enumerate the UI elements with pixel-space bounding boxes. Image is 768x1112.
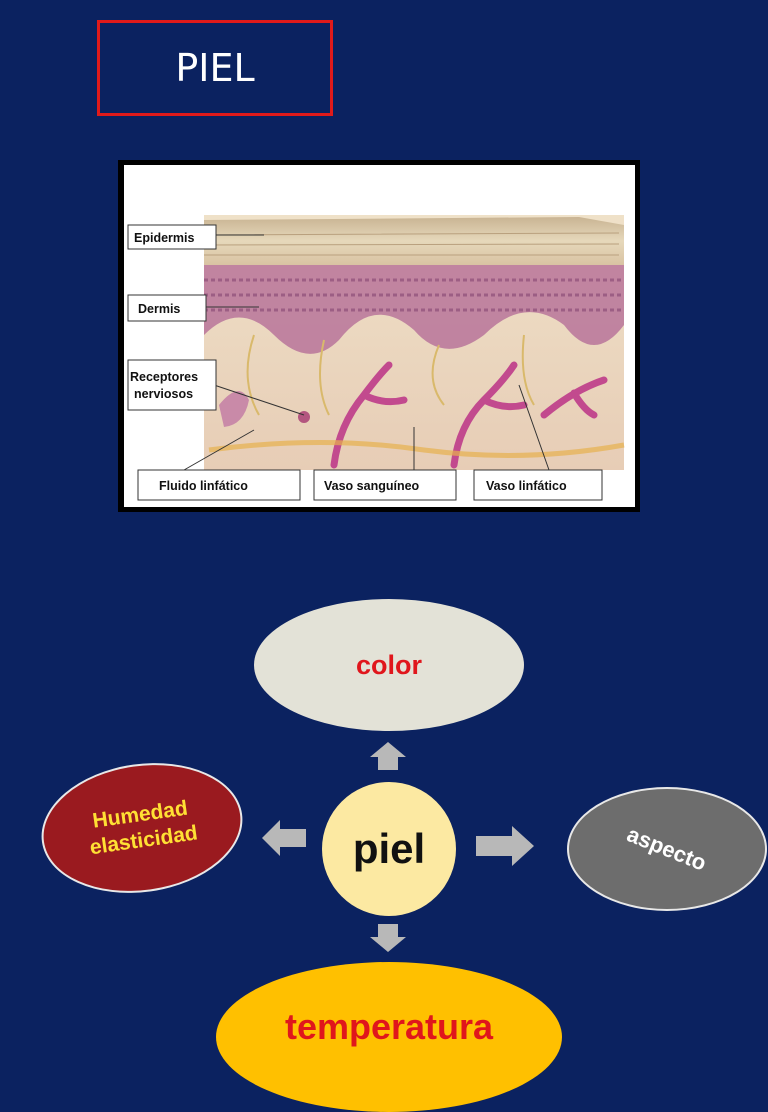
arrow-down-icon bbox=[370, 924, 406, 952]
blood-vessels bbox=[330, 361, 608, 469]
svg-text:Vaso linfático: Vaso linfático bbox=[486, 479, 567, 493]
arrow-right-icon bbox=[476, 826, 534, 866]
label-epidermis: Epidermis bbox=[127, 224, 217, 250]
svg-text:Epidermis: Epidermis bbox=[134, 231, 194, 245]
label-dermis: Dermis bbox=[127, 294, 207, 322]
node-temperatura: temperatura bbox=[216, 962, 562, 1112]
arrow-left-icon bbox=[262, 820, 306, 856]
node-color: color bbox=[254, 599, 524, 731]
svg-text:Receptores: Receptores bbox=[130, 370, 198, 384]
node-temperatura-label: temperatura bbox=[284, 1006, 494, 1047]
node-aspecto-label: aspecto bbox=[623, 821, 711, 876]
page-title-text: PIEL bbox=[175, 46, 255, 90]
node-humedad-elasticidad: Humedad elasticidad bbox=[33, 750, 251, 906]
svg-text:Fluido linfático: Fluido linfático bbox=[159, 479, 248, 493]
node-color-label: color bbox=[355, 649, 422, 680]
skin-cross-section-figure: Epidermis Dermis Receptores nerviosos Fl… bbox=[118, 160, 640, 512]
skin-cross-section-illustration: Epidermis Dermis Receptores nerviosos Fl… bbox=[124, 165, 635, 507]
arrow-up-icon bbox=[370, 742, 406, 770]
node-humedad-label: Humedad elasticidad bbox=[85, 794, 200, 861]
svg-text:Vaso sanguíneo: Vaso sanguíneo bbox=[324, 479, 420, 493]
node-piel: piel bbox=[322, 782, 456, 916]
page-title: PIEL bbox=[97, 20, 333, 116]
svg-text:Dermis: Dermis bbox=[138, 302, 180, 316]
epidermis-layer bbox=[204, 217, 624, 265]
node-piel-label: piel bbox=[352, 825, 426, 872]
label-fluido-linfatico: Fluido linfático bbox=[137, 469, 301, 501]
label-vaso-sanguineo: Vaso sanguíneo bbox=[313, 469, 457, 501]
label-receptores-nerviosos: Receptores nerviosos bbox=[127, 359, 217, 411]
label-vaso-linfatico: Vaso linfático bbox=[473, 469, 603, 501]
svg-text:nerviosos: nerviosos bbox=[134, 387, 193, 401]
node-aspecto: aspecto bbox=[567, 787, 767, 911]
